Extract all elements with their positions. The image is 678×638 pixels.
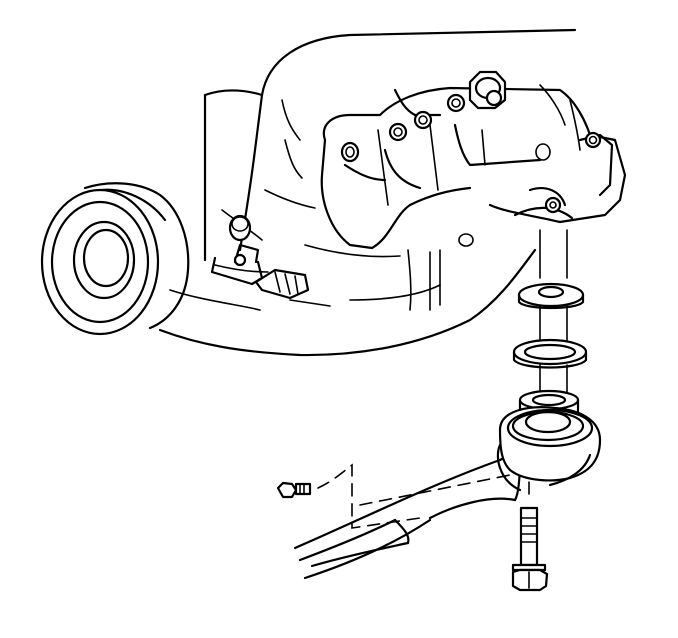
upper-washer (517, 282, 585, 310)
crankshaft-pulley (40, 182, 190, 336)
through-bolt (511, 481, 549, 592)
engine-block (158, 28, 581, 357)
engine-mount-bracket (210, 196, 574, 300)
retaining-bolt (276, 463, 421, 529)
middle-washer (512, 338, 588, 369)
exhaust-manifold (320, 86, 627, 250)
mount-stud-axis (539, 229, 568, 396)
frame-bracket (293, 406, 602, 580)
manifold-stud-nut (468, 70, 507, 110)
